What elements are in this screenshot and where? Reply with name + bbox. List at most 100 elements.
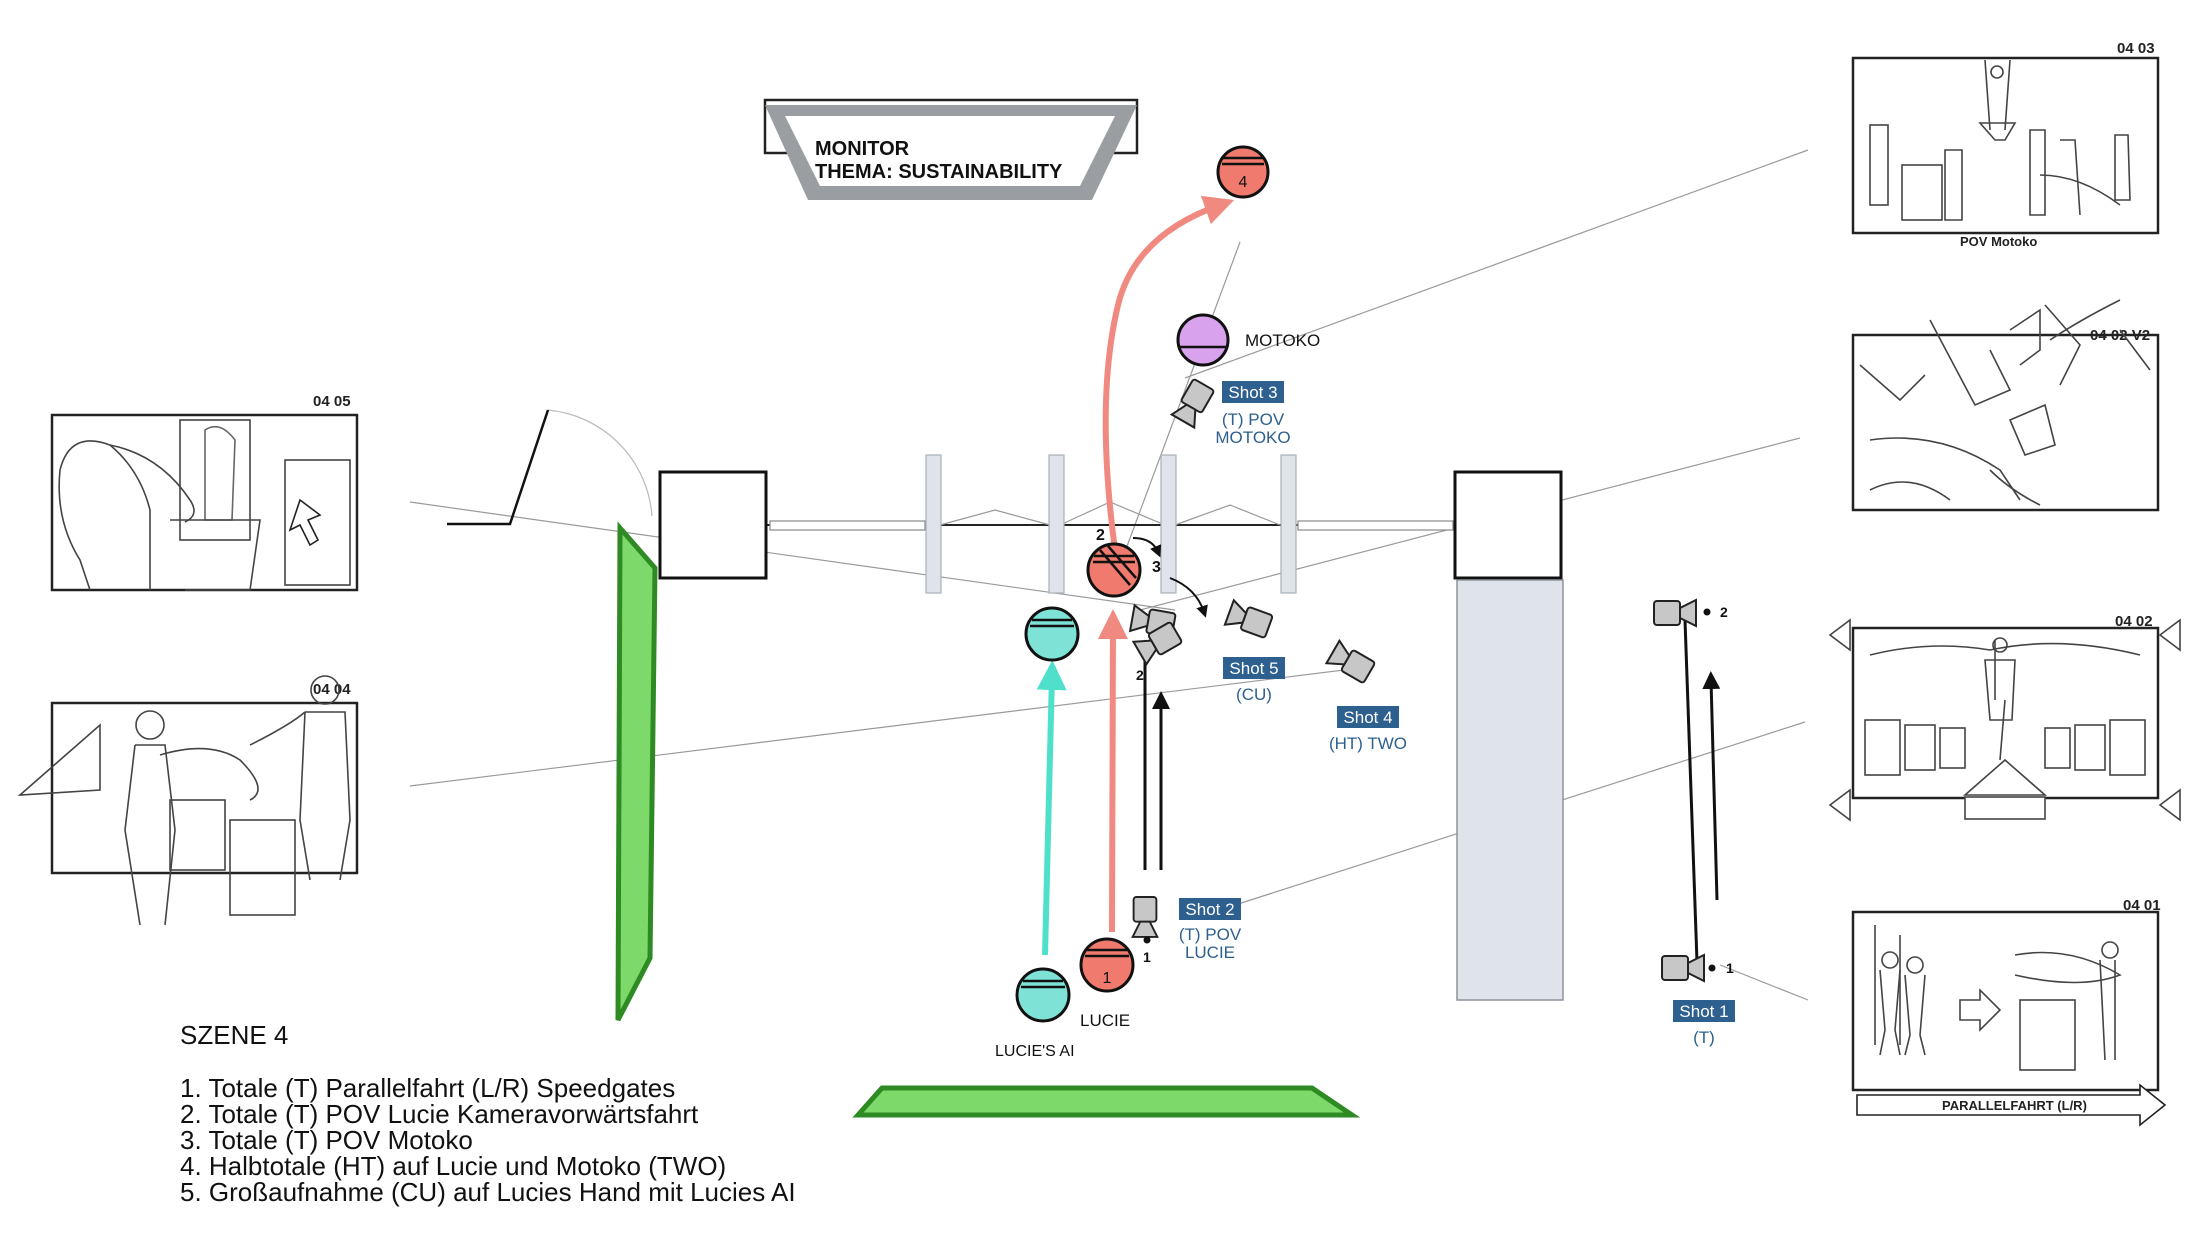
svg-text:(CU): (CU) xyxy=(1236,685,1272,704)
gate-post-2 xyxy=(1048,454,1065,594)
position-markers: 2 1 1 2 xyxy=(1136,604,1734,976)
green-wall-bottom xyxy=(852,1085,1361,1118)
svg-text:04 05: 04 05 xyxy=(313,393,351,410)
svg-text:04 04: 04 04 xyxy=(313,681,351,698)
svg-text:MOTOKO: MOTOKO xyxy=(1215,428,1290,447)
svg-text:Shot 1: Shot 1 xyxy=(1679,1002,1728,1021)
svg-text:Shot 5: Shot 5 xyxy=(1229,659,1278,678)
monitor-screen xyxy=(785,116,1115,186)
motoko-marker xyxy=(1176,313,1230,367)
pillar-left xyxy=(658,470,768,580)
storyboard-04-04: 04 04 xyxy=(17,675,359,926)
shot-label-5: Shot 5 (CU) xyxy=(1223,657,1285,704)
storyboard-04-02-v2: 04 02 V2 xyxy=(1851,299,2160,512)
lucie-marker-1: 1 xyxy=(1079,937,1135,993)
door-leaf xyxy=(447,409,550,526)
movement-paths xyxy=(1036,195,1721,963)
gate-barrier-2 xyxy=(1297,520,1454,531)
svg-text:(T): (T) xyxy=(1693,1028,1715,1047)
shot-label-3: Shot 3 (T) POV MOTOKO xyxy=(1215,381,1291,447)
shot1-arrow xyxy=(1702,671,1721,901)
gate-post-3 xyxy=(1160,454,1177,594)
svg-text:PARALLELFAHRT (L/R): PARALLELFAHRT (L/R) xyxy=(1942,1098,2087,1113)
gate-arrow-3 xyxy=(1169,577,1208,618)
svg-text:Shot 4: Shot 4 xyxy=(1343,708,1392,727)
shot1-track xyxy=(1683,619,1699,963)
shot-label-4: Shot 4 (HT) TWO xyxy=(1329,706,1407,753)
storyboard-04-05: 04 05 xyxy=(50,393,359,592)
reference-line-04-01 xyxy=(1719,964,1809,1001)
svg-text:LUCIE: LUCIE xyxy=(1185,943,1235,962)
gate-number-3: 3 xyxy=(1152,559,1161,576)
gate-flap-1 xyxy=(939,509,1051,526)
svg-text:04 01: 04 01 xyxy=(2123,897,2161,914)
lucies-ai-label: LUCIE'S AI xyxy=(995,1043,1075,1060)
ai-marker-start xyxy=(1015,967,1071,1023)
svg-text:(T) POV: (T) POV xyxy=(1179,925,1242,944)
gate-arrow-2 xyxy=(1132,537,1162,558)
shot-labels: Shot 3 (T) POV MOTOKO Shot 5 (CU) Shot 4… xyxy=(1179,381,1735,1047)
green-wall-left xyxy=(615,521,658,1022)
character-markers: 4 MOTOKO 2 3 1 LUCIE xyxy=(995,145,1320,1060)
camera-icon xyxy=(1223,599,1275,641)
cameras xyxy=(1129,377,1705,982)
door xyxy=(447,409,653,526)
gate-flap-3 xyxy=(1174,504,1281,526)
scene-legend: SZENE 4 1. Totale (T) Parallelfahrt (L/R… xyxy=(180,1022,1080,1205)
svg-text:04 02 V2: 04 02 V2 xyxy=(2090,327,2150,344)
monitor-topic: THEMA: SUSTAINABILITY xyxy=(815,161,1063,183)
green-walls xyxy=(615,521,1361,1118)
camera-icon xyxy=(1325,639,1377,686)
svg-text:(T) POV: (T) POV xyxy=(1222,410,1285,429)
lucie-path-to-gate xyxy=(1097,609,1128,933)
lucie-marker-gate xyxy=(1086,542,1142,598)
gate-barrier-1 xyxy=(769,520,926,531)
lucie-path-to-4 xyxy=(1102,195,1235,551)
svg-text:Shot 3: Shot 3 xyxy=(1228,383,1277,402)
lucie-marker-4: 4 xyxy=(1216,145,1270,199)
scene-item-3: 3. Totale (T) POV Motoko xyxy=(180,1125,473,1155)
gate-number-2: 2 xyxy=(1096,527,1105,544)
scene-item-2: 2. Totale (T) POV Lucie Kameravorwärtsfa… xyxy=(180,1099,699,1129)
storyboard-04-03: 04 03 POV Motoko xyxy=(1851,40,2160,249)
svg-text:1: 1 xyxy=(1103,970,1112,987)
camera-icon xyxy=(1131,896,1159,938)
gate-post-1 xyxy=(925,454,942,594)
shot-label-1: Shot 1 (T) xyxy=(1673,1000,1735,1047)
reference-line-04-04 xyxy=(409,667,1361,787)
camera-icon xyxy=(1653,599,1697,627)
shot2-start-number: 1 xyxy=(1143,949,1151,965)
reference-line-04-03 xyxy=(1184,149,1809,379)
shot1-end-number: 2 xyxy=(1720,604,1728,620)
camera-icon xyxy=(1661,954,1705,982)
motoko-label: MOTOKO xyxy=(1245,331,1320,350)
shot1-start-number: 1 xyxy=(1726,960,1734,976)
svg-text:4: 4 xyxy=(1239,174,1248,191)
ai-path xyxy=(1036,660,1067,956)
shot-label-2: Shot 2 (T) POV LUCIE xyxy=(1179,898,1242,962)
scene-item-5: 5. Großaufnahme (CU) auf Lucies Hand mit… xyxy=(180,1177,796,1207)
speedgates xyxy=(658,454,1564,1001)
monitor: MONITOR THEMA: SUSTAINABILITY xyxy=(763,98,1139,200)
svg-text:04 02: 04 02 xyxy=(2115,613,2153,630)
scene-item-4: 4. Halbtotale (HT) auf Lucie und Motoko … xyxy=(180,1151,727,1181)
svg-text:Shot 2: Shot 2 xyxy=(1185,900,1234,919)
monitor-title: MONITOR xyxy=(815,138,910,160)
counter-grey xyxy=(1456,579,1564,1001)
door-swing-arc xyxy=(547,409,653,517)
reference-line-04-05 xyxy=(409,501,1176,611)
svg-text:POV Motoko: POV Motoko xyxy=(1960,234,2037,249)
scene-title: SZENE 4 xyxy=(180,1020,289,1050)
storyboard-04-01: 04 01 PARALLELFAHRT (L/R) xyxy=(1851,897,2167,1127)
svg-text:(HT) TWO: (HT) TWO xyxy=(1329,734,1407,753)
scene-item-1: 1. Totale (T) Parallelfahrt (L/R) Speedg… xyxy=(180,1073,676,1103)
svg-text:04 03: 04 03 xyxy=(2117,40,2155,57)
lucie-label: LUCIE xyxy=(1080,1011,1130,1030)
camera-icon xyxy=(1170,377,1217,429)
gate-post-4 xyxy=(1280,454,1297,594)
pillar-right xyxy=(1453,470,1563,580)
shot2-end-number: 2 xyxy=(1136,667,1144,683)
storyboard-04-02: 04 02 xyxy=(1828,613,2181,822)
